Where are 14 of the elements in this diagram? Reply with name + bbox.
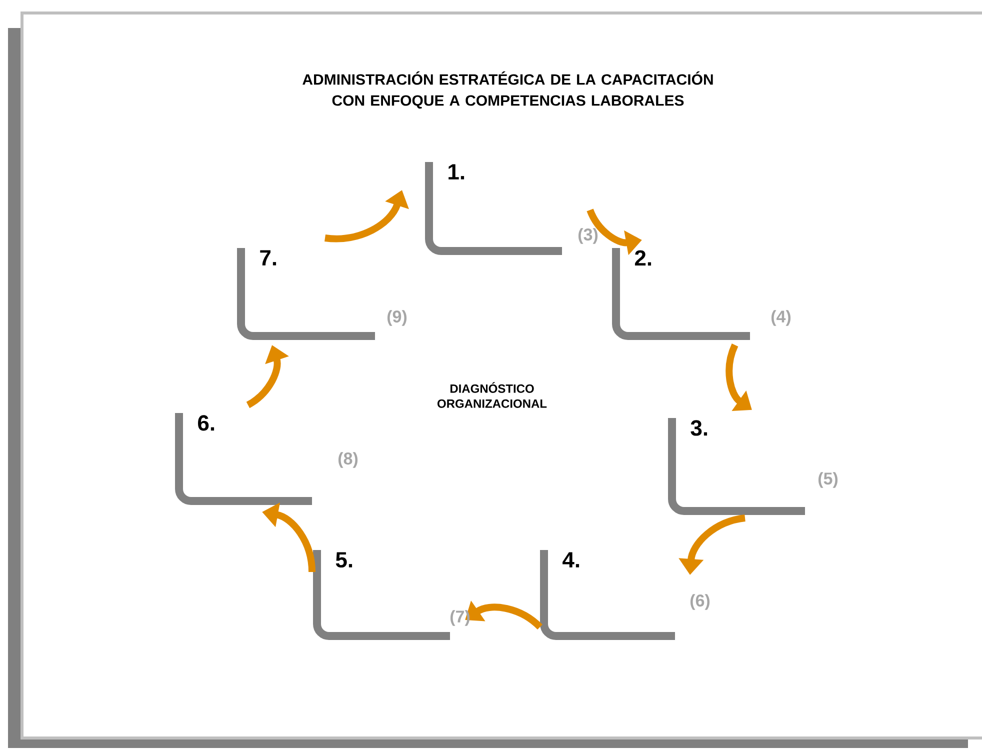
bracket-box: 2. [612,248,750,340]
bracket-box: 4. [540,550,675,640]
step-label: (7) [450,610,470,626]
bracket-box: 5. [313,550,450,640]
step-label: (8) [338,452,358,468]
step-label: (6) [690,594,710,610]
bracket-box: 1. [425,162,562,255]
title: ADMINISTRACIÓN ESTRATÉGICA DE LA CAPACITACIÓN CON ENFOQUE A COMPETENCIAS LABORALES [302,71,713,109]
center-label: DIAGNÓSTICO ORGANIZACIONAL [438,382,547,408]
bracket-box: 7. [237,248,375,340]
step-label: (3) [578,228,598,244]
bracket-box: 3. [668,418,805,515]
step-label: (4) [771,310,791,326]
bracket-box: 6. [175,413,312,505]
